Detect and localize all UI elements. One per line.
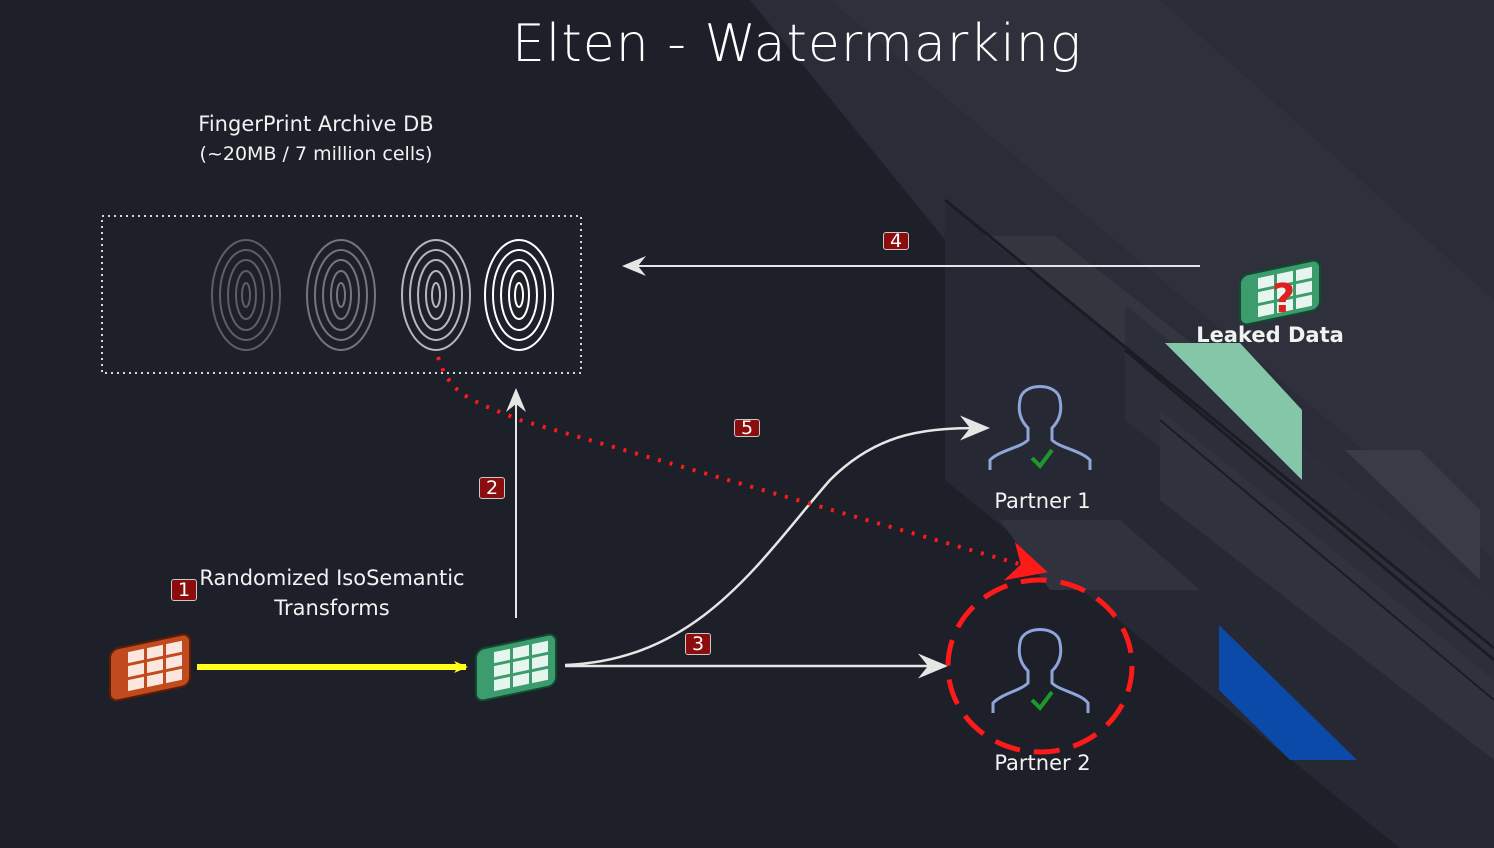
step-badge-2: 2 (479, 477, 505, 499)
partner-1-label: Partner 1 (994, 489, 1091, 513)
arrow-to-partner-1 (564, 415, 990, 667)
step-badge-4: 4 (883, 232, 909, 251)
partner-2-icon (991, 628, 1090, 713)
source-table-icon (109, 633, 191, 702)
trace-step-5 (436, 356, 1048, 581)
check-icon (1030, 448, 1054, 470)
transform-label-line1: Randomized IsoSemantic (199, 566, 465, 590)
step-badge-3: 3 (685, 633, 711, 655)
archive-size: (~20MB / 7 million cells) (199, 143, 433, 165)
partner-2-label: Partner 2 (994, 751, 1091, 775)
question-mark-icon: ? (1272, 276, 1295, 322)
leaked-table-icon (1239, 259, 1321, 326)
watermarked-table-icon (475, 633, 557, 702)
suspect-highlight (945, 577, 1135, 755)
check-icon (1030, 690, 1054, 712)
fingerprint-icons (211, 239, 554, 351)
partner-1-icon (988, 385, 1092, 470)
step-badge-5: 5 (734, 419, 760, 438)
slide-title: Elten - Watermarking (512, 14, 1082, 74)
leaked-data-label: Leaked Data (1196, 323, 1344, 347)
step-badge-1: 1 (171, 579, 197, 601)
archive-title: FingerPrint Archive DB (198, 112, 434, 136)
transform-label-line2: Transforms (274, 596, 390, 620)
